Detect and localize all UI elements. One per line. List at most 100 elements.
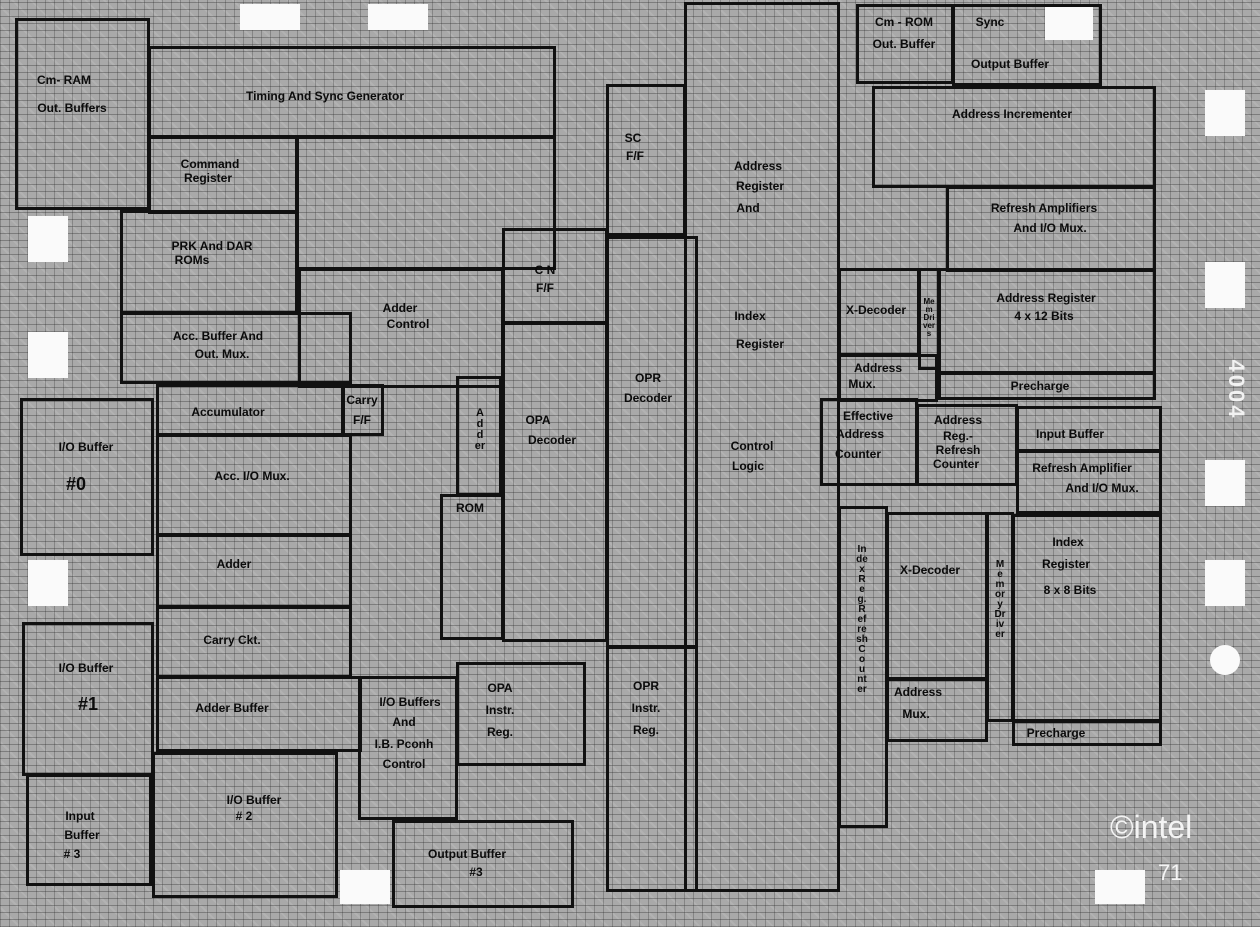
label-io-buffer-1-num: #1: [77, 694, 99, 714]
label-prk-dar: PRK And DAR: [171, 239, 253, 253]
label-accumulator: Accumulator: [191, 405, 265, 419]
label-acc-buffer: Acc. Buffer And: [172, 329, 264, 343]
label-mux-bottom: Mux.: [902, 707, 930, 721]
label-acc-io-mux: Acc. I/O Mux.: [214, 469, 290, 483]
block-x-decoder-bottom: [886, 512, 988, 680]
label-8x8-bits: 8 x 8 Bits: [1043, 583, 1097, 597]
label-io-buffer-1: I/O Buffer: [58, 661, 114, 675]
bond-pad: [1205, 560, 1245, 606]
label-ib-pconh: I.B. Pconh: [374, 737, 434, 751]
block-sync-output-buffer: [952, 4, 1102, 86]
block-input-buffer-3: [26, 774, 152, 886]
block-sc-ff: [606, 84, 686, 236]
label-opr-2: OPR: [632, 679, 660, 693]
block-acc-io-mux: [156, 434, 352, 536]
label-index-2: Index: [1052, 535, 1084, 549]
label-io-buffer-0: I/O Buffer: [58, 440, 114, 454]
block-adder: [156, 534, 352, 608]
bond-pad: [340, 870, 390, 904]
bond-pad: [28, 332, 68, 378]
bond-pad: [1045, 4, 1093, 40]
label-carry: Carry: [346, 393, 378, 407]
label-address-4: Address: [893, 685, 943, 699]
label-control: Control: [386, 317, 430, 331]
label-out-mux: Out. Mux.: [194, 347, 250, 361]
label-opa-decoder: Decoder: [527, 433, 577, 447]
bond-pad: [28, 560, 68, 606]
label-timing-sync: Timing And Sync Generator: [245, 89, 405, 103]
block-precharge-bottom: [1012, 720, 1162, 746]
label-rom: ROM: [456, 501, 484, 515]
label-io-mux-bottom: And I/O Mux.: [1065, 481, 1139, 495]
label-effective-counter: Counter: [835, 447, 881, 461]
label-address-incrementer: Address Incrementer: [951, 107, 1073, 121]
block-refresh-amplifier-bottom: [1016, 450, 1162, 514]
label-sc: SC: [624, 131, 642, 145]
label-control-logic-1: Control: [730, 439, 774, 453]
label-instr-2: Instr.: [631, 701, 661, 715]
label-index: Index: [734, 309, 766, 323]
label-carry-ckt: Carry Ckt.: [203, 633, 261, 647]
label-instr: Instr.: [485, 703, 515, 717]
label-address-register-2: Address Register: [996, 291, 1096, 305]
year-marking: 71: [1158, 860, 1183, 885]
label-buffer-3-num: # 3: [63, 847, 81, 861]
label-index-register-2: Register: [1041, 557, 1091, 571]
bond-pad: [1205, 90, 1245, 136]
label-address-3: Address: [933, 413, 983, 427]
block-rom: [440, 494, 504, 640]
label-mux-top: Mux.: [848, 377, 876, 391]
label-precharge-top: Precharge: [1010, 379, 1070, 393]
label-opa-2: OPA: [487, 681, 513, 695]
label-and: And: [392, 715, 416, 729]
block-index-register-8x8: [1012, 514, 1162, 722]
label-input: Input: [65, 809, 95, 823]
label-opr-decoder: Decoder: [623, 391, 673, 405]
label-address: Address: [733, 159, 783, 173]
label-precharge-bottom: Precharge: [1026, 726, 1086, 740]
block-acc-buffer-out-mux: [120, 312, 352, 384]
label-cn: C N: [534, 263, 556, 277]
label-refresh-amplifier: Refresh Amplifier: [1032, 461, 1132, 475]
label-io-buffer-2-num: # 2: [235, 809, 253, 823]
label-x-decoder-bottom: X-Decoder: [899, 563, 961, 577]
block-address-mux-bottom: [886, 678, 988, 742]
label-4x12-bits: 4 x 12 Bits: [1014, 309, 1074, 323]
bond-pad: [1095, 870, 1145, 904]
block-opr-instr-reg: [606, 646, 698, 892]
label-memory-driver: Memory Driver: [994, 559, 1006, 640]
label-reg-3: Reg.-: [943, 429, 973, 443]
label-index-reg-refresh-counter: Index Reg. Refresh Counter: [856, 544, 868, 695]
block-carry-ff: [342, 384, 384, 436]
label-output-buffer-num: #3: [469, 865, 483, 879]
block-opa-instr-reg: [456, 662, 586, 766]
label-cn-ff: F/F: [536, 281, 554, 295]
label-refresh-amplifiers: Refresh Amplifiers: [990, 201, 1098, 215]
label-io-buffers: I/O Buffers: [379, 695, 441, 709]
bond-pad: [28, 216, 68, 262]
block-output-buffer-3: [392, 820, 574, 908]
label-address-and: And: [736, 201, 760, 215]
label-cm-ram: Cm- RAM: [37, 73, 91, 87]
label-adder-main: Adder: [216, 557, 252, 571]
label-control-2: Control: [382, 757, 426, 771]
bond-pad: [1205, 460, 1245, 506]
block-address-register-index: [684, 2, 840, 892]
intel-logo: ©intel: [1110, 809, 1193, 845]
label-reg-2: Reg.: [632, 723, 660, 737]
block-opa-decoder: [502, 322, 608, 642]
label-roms: ROMs: [174, 253, 210, 267]
bond-pad: [1205, 262, 1245, 308]
label-output-buffer: Output Buffer: [428, 847, 506, 861]
label-command: Command: [180, 157, 240, 171]
label-out-buffer: Out. Buffer: [872, 37, 936, 51]
label-control-logic-2: Logic: [732, 459, 764, 473]
label-refresh: Refresh: [935, 443, 981, 457]
label-opr: OPR: [634, 371, 662, 385]
label-register: Register: [183, 171, 233, 185]
label-sync: Sync: [975, 15, 1005, 29]
bond-pad: [368, 4, 428, 30]
label-x-decoder-top: X-Decoder: [845, 303, 907, 317]
bond-pad: [1210, 645, 1240, 675]
chip-marking: 4004: [1224, 359, 1249, 421]
